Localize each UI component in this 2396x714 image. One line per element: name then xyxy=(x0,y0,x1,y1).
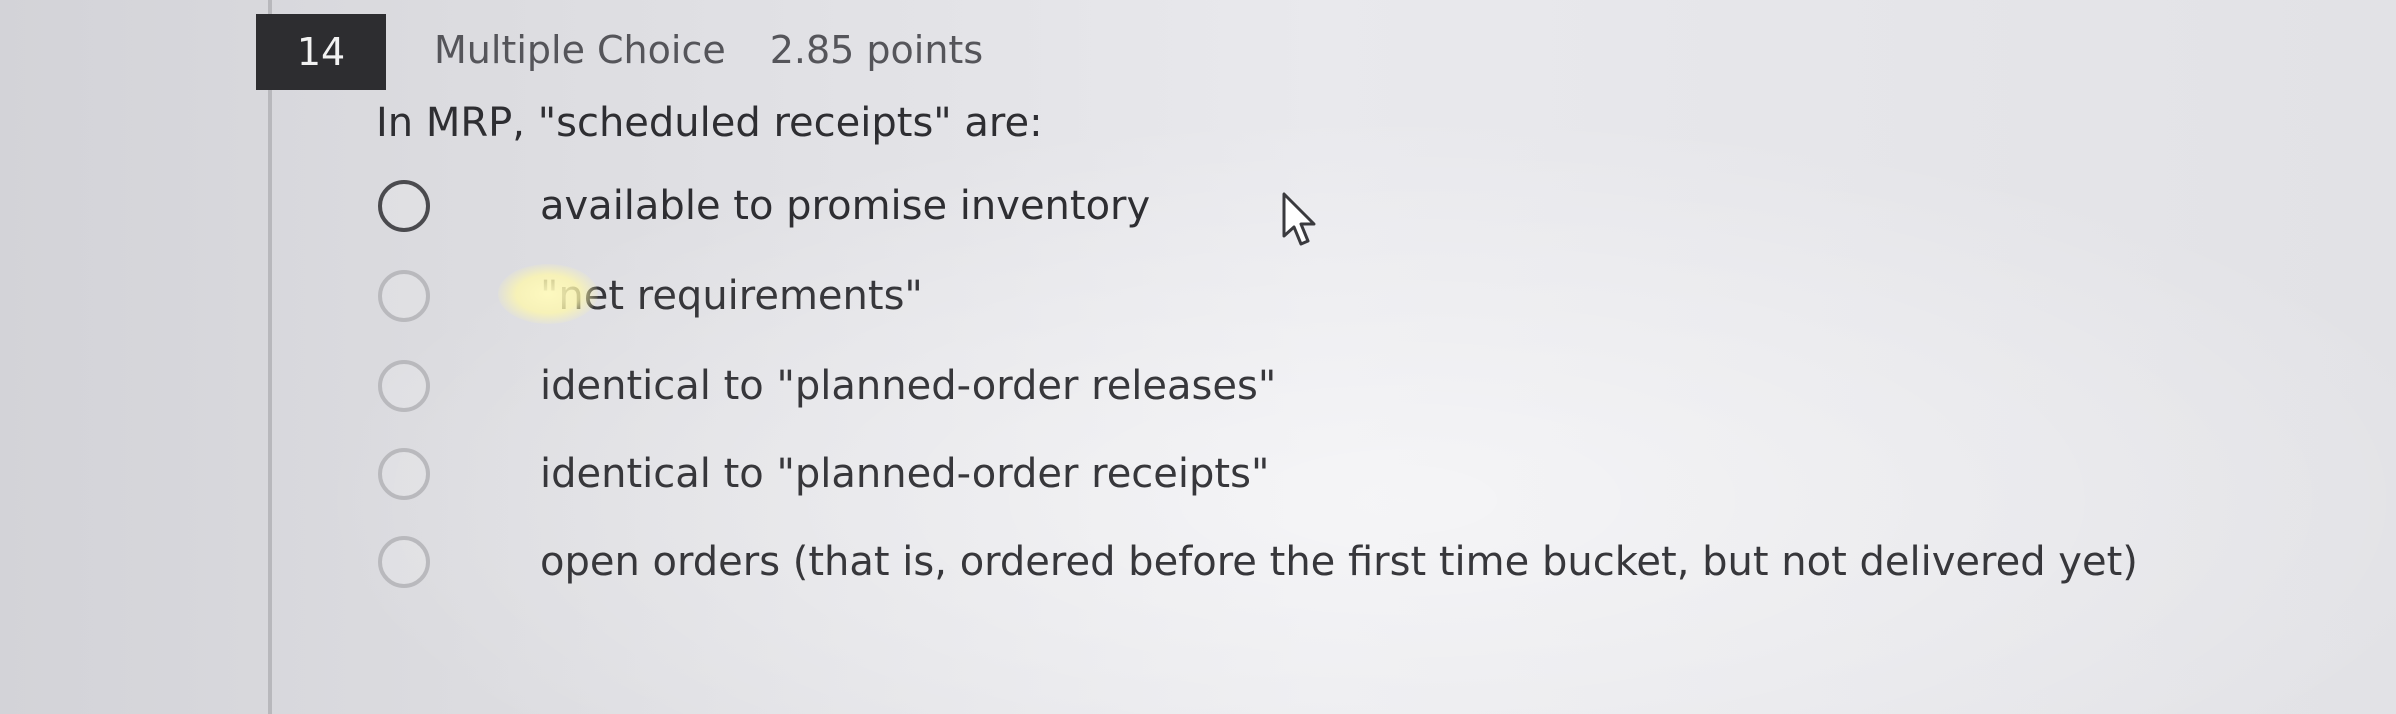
answer-choice-label: "net requirements" xyxy=(540,273,923,319)
radio-button-icon[interactable] xyxy=(378,536,430,588)
answer-choice-label: available to promise inventory xyxy=(540,183,1151,229)
question-number-badge: 14 xyxy=(256,14,386,90)
answer-choice-3[interactable]: identical to "planned-order releases" xyxy=(378,354,1276,418)
question-type: Multiple Choice xyxy=(434,28,726,72)
arrow-pointer-icon xyxy=(1282,192,1316,246)
question-prompt: In MRP, "scheduled receipts" are: xyxy=(376,100,1043,146)
question-meta: Multiple Choice 2.85 points xyxy=(434,28,983,72)
answer-choice-5[interactable]: open orders (that is, ordered before the… xyxy=(378,530,2138,594)
radio-button-icon[interactable] xyxy=(378,360,430,412)
question-points: 2.85 points xyxy=(769,28,984,72)
answer-choice-4[interactable]: identical to "planned-order receipts" xyxy=(378,442,1269,506)
radio-button-icon[interactable] xyxy=(378,180,430,232)
question-left-border xyxy=(268,0,272,714)
answer-choice-label: identical to "planned-order releases" xyxy=(540,363,1277,409)
answer-choice-2[interactable]: "net requirements" xyxy=(378,264,923,328)
radio-button-icon[interactable] xyxy=(378,448,430,500)
answer-choice-label: identical to "planned-order receipts" xyxy=(540,451,1270,497)
answer-choice-1[interactable]: available to promise inventory xyxy=(378,174,1150,238)
radio-button-icon[interactable] xyxy=(378,270,430,322)
answer-choice-label: open orders (that is, ordered before the… xyxy=(540,539,2138,585)
